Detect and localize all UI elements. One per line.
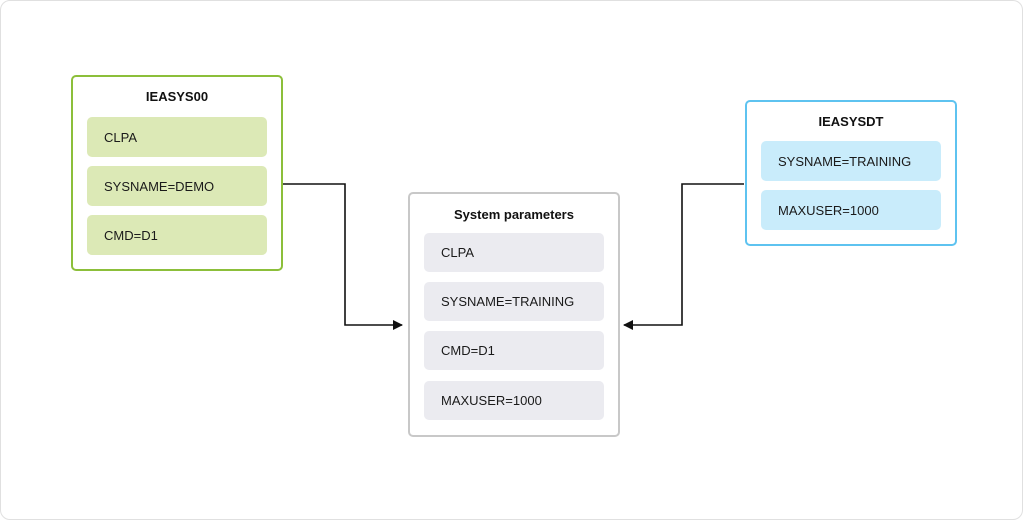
ieasys00-panel: IEASYS00 CLPA SYSNAME=DEMO CMD=D1 <box>71 75 283 271</box>
system-parameters-item-sysname: SYSNAME=TRAINING <box>424 282 604 321</box>
ieasys00-item-clpa: CLPA <box>87 117 267 157</box>
system-parameters-item-cmd: CMD=D1 <box>424 331 604 370</box>
ieasysdt-item-maxuser: MAXUSER=1000 <box>761 190 941 230</box>
ieasysdt-item-sysname: SYSNAME=TRAINING <box>761 141 941 181</box>
ieasysdt-panel: IEASYSDT SYSNAME=TRAINING MAXUSER=1000 <box>745 100 957 246</box>
system-parameters-title: System parameters <box>454 207 574 222</box>
ieasys00-title: IEASYS00 <box>145 89 209 104</box>
system-parameters-item-clpa: CLPA <box>424 233 604 272</box>
system-parameters-panel: System parameters CLPA SYSNAME=TRAINING … <box>408 192 620 437</box>
ieasys00-item-sysname: SYSNAME=DEMO <box>87 166 267 206</box>
ieasys00-item-cmd: CMD=D1 <box>87 215 267 255</box>
system-parameters-item-maxuser: MAXUSER=1000 <box>424 381 604 420</box>
ieasysdt-title: IEASYSDT <box>818 114 884 129</box>
